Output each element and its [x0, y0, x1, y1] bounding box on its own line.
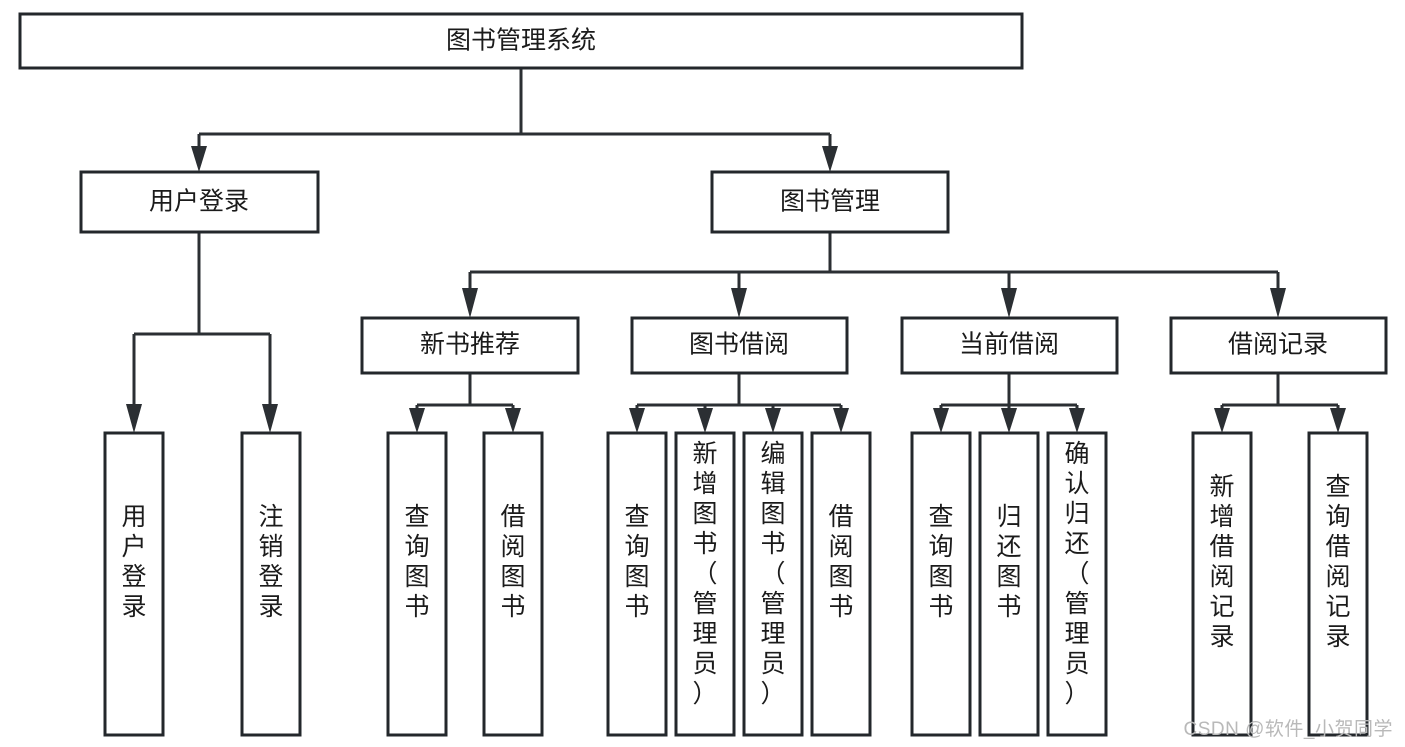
node-leaf-query-book-current-label: 查询图书: [928, 503, 953, 621]
arrow-user-login-leaf2: [262, 404, 278, 433]
node-current-borrow[interactable]: 当前借阅: [900, 316, 1119, 375]
node-leaf-edit-book-admin-label: 编辑图书（管理员）: [760, 440, 785, 708]
arrow-book-borrow-leaf2: [697, 408, 713, 433]
node-leaf-add-borrow-record[interactable]: 新增借阅记录: [1191, 431, 1253, 737]
arrow-to-current-borrow: [1001, 288, 1017, 318]
node-new-book-recommend[interactable]: 新书推荐: [360, 316, 580, 375]
node-book-borrow-label: 图书借阅: [689, 331, 789, 359]
node-leaf-edit-book-admin[interactable]: 编辑图书（管理员）: [742, 431, 804, 737]
node-leaf-logout-box[interactable]: [240, 431, 302, 737]
node-leaf-query-book-borrow-label: 查询图书: [624, 503, 649, 621]
arrow-book-borrow-leaf3: [765, 408, 781, 433]
node-leaf-return-book-box[interactable]: [978, 431, 1040, 737]
node-root-system-label: 图书管理系统: [446, 27, 596, 55]
csdn-watermark: CSDN @软件_小贺同学: [1183, 719, 1393, 740]
arrow-book-borrow-leaf4: [833, 408, 849, 433]
node-book-management-label: 图书管理: [780, 188, 880, 216]
node-new-book-recommend-box[interactable]: [360, 316, 580, 375]
arrow-borrow-record-leaf2: [1330, 408, 1346, 433]
node-leaf-query-borrow-record-label: 查询借阅记录: [1325, 473, 1350, 651]
node-current-borrow-box[interactable]: [900, 316, 1119, 375]
arrow-to-new-book-rec: [462, 288, 478, 318]
node-leaf-add-book-admin-box[interactable]: [674, 431, 736, 737]
node-leaf-confirm-return-admin[interactable]: 确认归还（管理员）: [1046, 431, 1108, 737]
node-leaf-add-borrow-record-label: 新增借阅记录: [1209, 473, 1234, 651]
node-borrow-record[interactable]: 借阅记录: [1169, 316, 1388, 375]
node-book-management[interactable]: 图书管理: [710, 170, 950, 234]
node-book-borrow-box[interactable]: [630, 316, 849, 375]
arrow-current-borrow-leaf2: [1001, 408, 1017, 433]
node-leaf-edit-book-admin-box[interactable]: [742, 431, 804, 737]
arrow-to-borrow-record: [1270, 288, 1286, 318]
node-leaf-logout[interactable]: 注销登录: [240, 431, 302, 737]
node-leaf-borrow-book-rec-box[interactable]: [482, 431, 544, 737]
arrow-borrow-record-leaf1: [1214, 408, 1230, 433]
arrow-to-book-borrow: [731, 288, 747, 318]
arrow-to-user-login: [191, 146, 207, 172]
node-current-borrow-label: 当前借阅: [959, 331, 1059, 359]
node-leaf-user-login-label: 用户登录: [121, 503, 146, 621]
node-leaf-add-borrow-record-box[interactable]: [1191, 431, 1253, 737]
node-leaf-query-borrow-record-box[interactable]: [1307, 431, 1369, 737]
node-user-login-box[interactable]: [79, 170, 320, 234]
node-leaf-return-book-label: 归还图书: [996, 503, 1021, 621]
node-root-system-box[interactable]: [18, 12, 1024, 70]
node-leaf-query-book-current-box[interactable]: [910, 431, 972, 737]
node-leaf-query-book-current[interactable]: 查询图书: [910, 431, 972, 737]
node-borrow-record-label: 借阅记录: [1228, 331, 1328, 359]
node-new-book-recommend-label: 新书推荐: [420, 331, 520, 359]
node-leaf-borrow-book-rec-label: 借阅图书: [500, 503, 525, 621]
node-user-login-label: 用户登录: [149, 188, 249, 216]
arrow-to-book-mgmt: [822, 146, 838, 172]
node-leaf-user-login[interactable]: 用户登录: [103, 431, 165, 737]
node-leaf-return-book[interactable]: 归还图书: [978, 431, 1040, 737]
node-book-borrow[interactable]: 图书借阅: [630, 316, 849, 375]
node-leaf-add-book-admin[interactable]: 新增图书（管理员）: [674, 431, 736, 737]
arrow-book-borrow-leaf1: [629, 408, 645, 433]
arrow-user-login-leaf1: [126, 404, 142, 433]
node-borrow-record-box[interactable]: [1169, 316, 1388, 375]
node-leaf-confirm-return-admin-label: 确认归还（管理员）: [1064, 440, 1089, 708]
node-leaf-query-book-rec-label: 查询图书: [404, 503, 429, 621]
arrow-new-book-rec-leaf1: [409, 408, 425, 433]
node-leaf-user-login-box[interactable]: [103, 431, 165, 737]
node-leaf-query-book-borrow-box[interactable]: [606, 431, 668, 737]
node-leaf-borrow-book-label: 借阅图书: [828, 503, 853, 621]
node-leaf-add-book-admin-label: 新增图书（管理员）: [692, 440, 717, 708]
node-leaf-borrow-book-rec[interactable]: 借阅图书: [482, 431, 544, 737]
node-leaf-borrow-book[interactable]: 借阅图书: [810, 431, 872, 737]
node-user-login[interactable]: 用户登录: [79, 170, 320, 234]
arrow-current-borrow-leaf3: [1069, 408, 1085, 433]
node-book-management-box[interactable]: [710, 170, 950, 234]
node-leaf-query-book-rec-box[interactable]: [386, 431, 448, 737]
node-leaf-query-book-rec[interactable]: 查询图书: [386, 431, 448, 737]
node-root-system[interactable]: 图书管理系统: [18, 12, 1024, 70]
arrow-new-book-rec-leaf2: [505, 408, 521, 433]
node-leaf-query-book-borrow[interactable]: 查询图书: [606, 431, 668, 737]
node-leaf-confirm-return-admin-box[interactable]: [1046, 431, 1108, 737]
node-leaf-logout-label: 注销登录: [258, 503, 283, 621]
connector-layer: [126, 68, 1346, 433]
arrow-current-borrow-leaf1: [933, 408, 949, 433]
node-leaf-query-borrow-record[interactable]: 查询借阅记录: [1307, 431, 1369, 737]
node-leaf-borrow-book-box[interactable]: [810, 431, 872, 737]
